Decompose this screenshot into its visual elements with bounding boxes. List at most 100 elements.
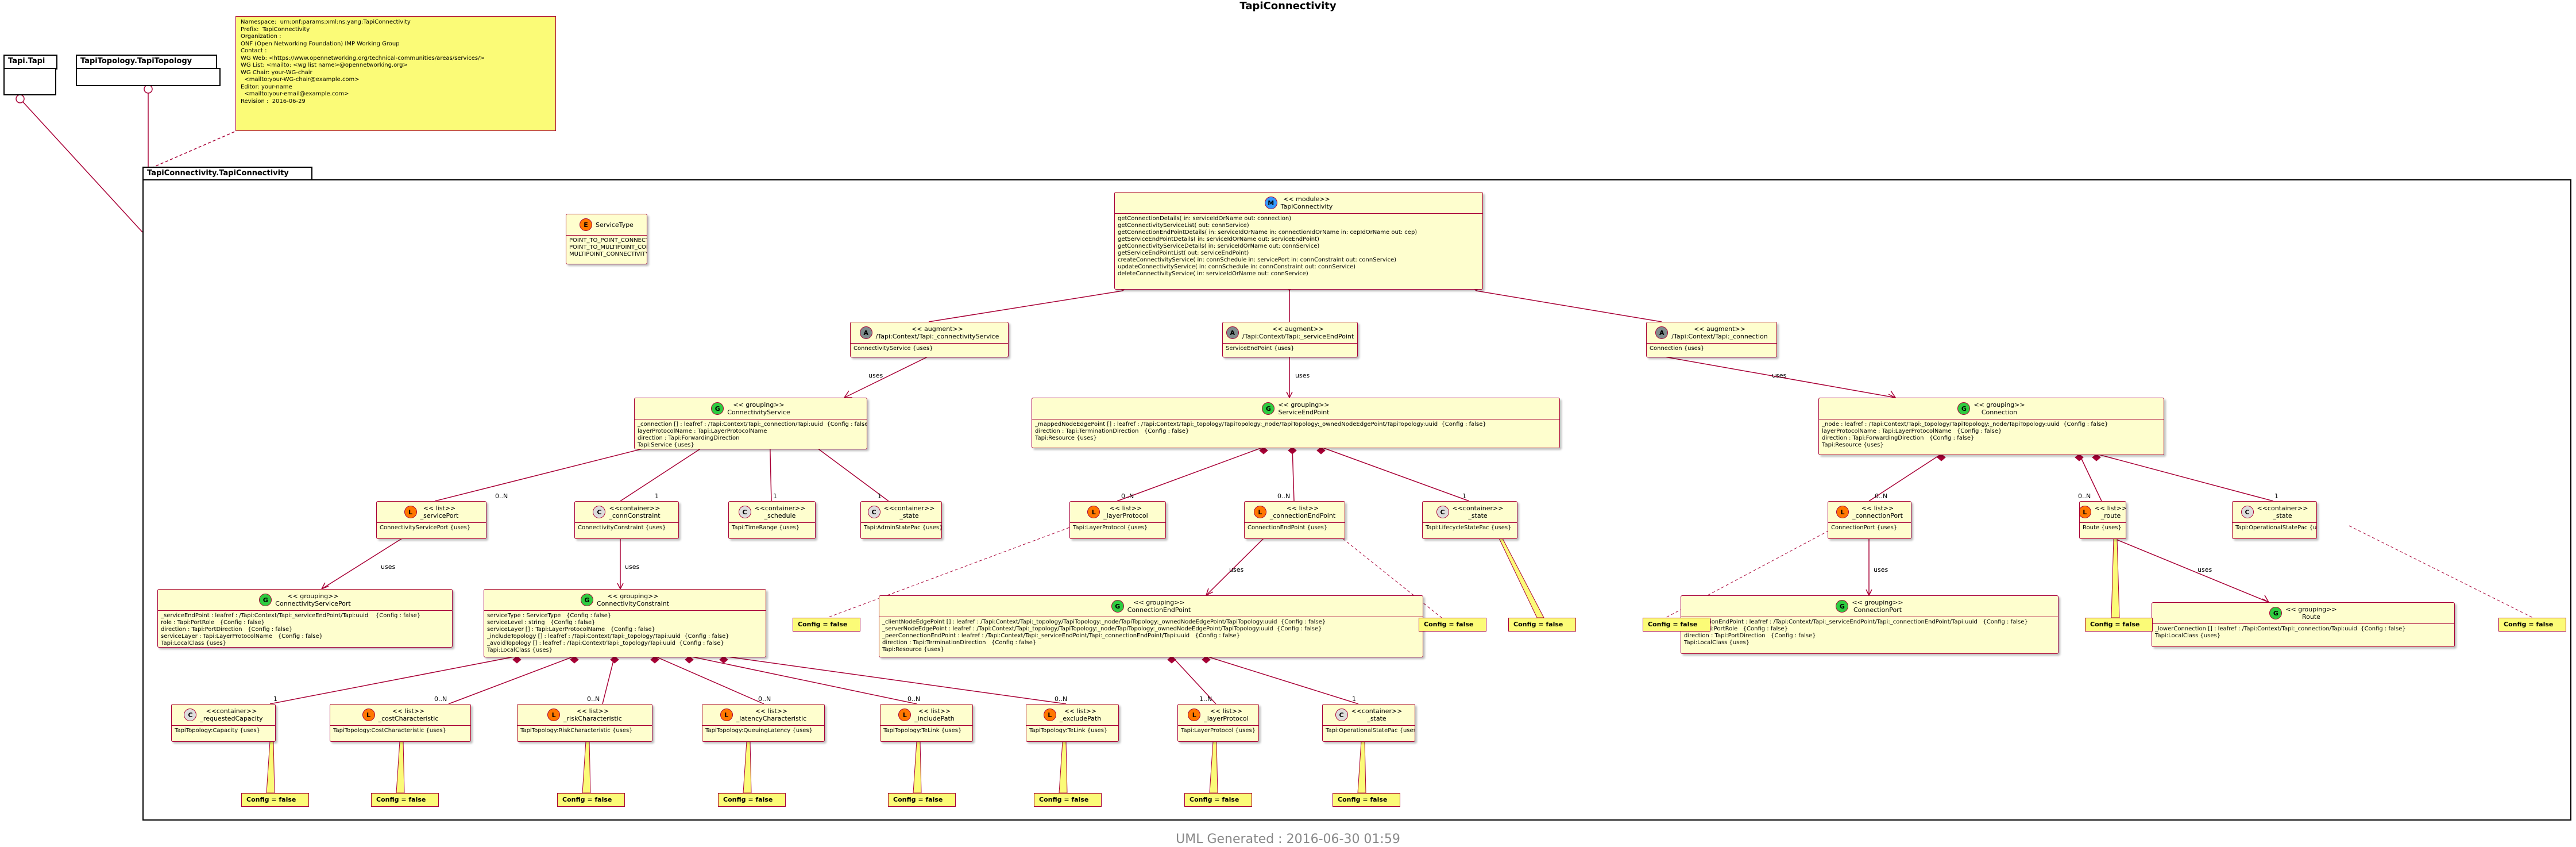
class-name: _state [2273,512,2292,519]
multiplicity-label: 0..N [758,695,771,703]
class-exclude-path[interactable]: L << list>>_excludePath TapiTopology:TeL… [1026,704,1119,742]
class-body: ServiceEndPoint {uses} [1226,345,1295,352]
class-name: _excludePath [1059,715,1102,722]
class-stereotype: << list>> [576,707,609,715]
class-name: TapiConnectivity [1280,203,1333,210]
enum-badge-icon: E [580,218,593,231]
class-body: TapiTopology:TeLink {uses} [1029,727,1108,734]
config-note-cep: Config = false [1419,618,1486,632]
class-stereotype: << list>> [755,707,788,715]
config-note-sep-layer-protocol: Config = false [793,618,860,632]
class-stereotype: << grouping>> [1852,599,1903,606]
class-body: ConnectionPort {uses} [1831,525,1898,531]
class-cs-port-grouping[interactable]: G << grouping>>ConnectivityServicePort _… [157,589,453,648]
class-cs-state[interactable]: C <<container>>_state Tapi:AdminStatePac… [860,501,942,539]
class-cep-state[interactable]: C <<container>>_state Tapi:OperationalSt… [1322,704,1415,742]
class-stereotype: <<container>> [1452,505,1504,512]
grouping-badge-icon: G [1957,402,1971,415]
class-name: _includePath [914,715,955,722]
class-requested-capacity[interactable]: C <<container>>_requestedCapacity TapiTo… [171,704,276,742]
config-note-route: Config = false [2085,618,2153,632]
list-badge-icon: L [404,506,417,518]
class-connectivity-service[interactable]: G << grouping>>ConnectivityService _conn… [634,398,867,449]
multiplicity-label: 0..N [907,695,921,703]
list-badge-icon: L [547,709,561,721]
class-aug-service-end-point[interactable]: A << augment>>/Tapi:Context/Tapi:_servic… [1222,322,1358,357]
config-note-text: Config = false [2090,620,2140,628]
list-badge-icon: L [1087,506,1100,518]
class-body: ConnectivityService {uses} [853,345,933,352]
class-service-port[interactable]: L << list>>_servicePort ConnectivityServ… [376,501,486,539]
class-name: /Tapi:Context/Tapi:_connectivityService [875,333,999,340]
edge-label-uses: uses [1295,372,1310,379]
class-include-path[interactable]: L << list>>_includePath TapiTopology:TeL… [880,704,973,742]
class-stereotype: << list>> [1286,505,1319,512]
class-name: _state [1367,715,1387,722]
note-link-sep-layerprotocol [827,525,1075,618]
edge-aug-service-uses [844,356,929,398]
class-risk-characteristic[interactable]: L << list>>_riskCharacteristic TapiTopol… [517,704,652,742]
class-stereotype: << augment>> [912,325,963,333]
edge-conn-state [2096,453,2274,502]
tapi-package-containment-marker [16,94,25,103]
class-route-grouping[interactable]: G << grouping>>Route _lowerConnection []… [2152,602,2455,647]
class-schedule[interactable]: C <<container>>_schedule Tapi:TimeRange … [728,501,816,539]
class-conn-port-grouping[interactable]: G << grouping>>ConnectionPort _connectio… [1681,595,2059,654]
class-connection-end-point[interactable]: L << list>>_connectionEndPoint Connectio… [1244,501,1345,539]
class-aug-conn-service[interactable]: A << augment>>/Tapi:Context/Tapi:_connec… [850,322,1009,357]
edge-cep-state [1206,656,1359,704]
class-body: TapiTopology:Capacity {uses} [175,727,261,734]
class-cost-characteristic[interactable]: L << list>>_costCharacteristic TapiTopol… [330,704,471,742]
class-stereotype: <<container>> [206,707,257,715]
class-sep-state[interactable]: C <<container>>_state Tapi:LifecycleStat… [1422,501,1517,539]
config-note-text: Config = false [2504,620,2554,628]
edge-cep-layerprotocol [1171,656,1216,704]
package-topology[interactable]: TapiTopology.TapiTopology [76,55,217,70]
edge-label-uses: uses [1874,566,1888,573]
edge-label-uses: uses [625,563,640,571]
edge-sep-cep [1292,446,1295,502]
class-stereotype: << grouping>> [733,401,785,409]
multiplicity-label: 0..N [1277,492,1291,500]
class-stereotype: << list>> [1861,505,1894,512]
class-body: Tapi:OperationalStatePac {uses} [2235,525,2317,531]
multiplicity-label: 0..N [2078,492,2091,500]
class-name: ConnectivityConstraint [597,600,669,607]
list-badge-icon: L [1043,709,1056,721]
class-latency-characteristic[interactable]: L << list>>_latencyCharacteristic TapiTo… [702,704,825,742]
class-aug-connection[interactable]: A << augment>>/Tapi:Context/Tapi:_connec… [1646,322,1777,357]
config-note-risk: Config = false [557,793,625,807]
edge-label-uses: uses [2197,566,2212,573]
class-conn-constraint[interactable]: C <<container>>_connConstraint Connectiv… [574,501,679,539]
class-service-end-point[interactable]: G << grouping>>ServiceEndPoint _mappedNo… [1032,398,1560,448]
class-name: ServiceEndPoint [1278,409,1330,416]
class-service-type[interactable]: E ServiceType POINT_TO_POINT_CONNECTIVIT… [566,214,647,264]
class-cep-layer-protocol[interactable]: L << list>>_layerProtocol Tapi:LayerProt… [1177,704,1259,742]
class-module[interactable]: M << module>>TapiConnectivity getConnect… [1114,192,1483,290]
multiplicity-label: 1 [655,492,659,500]
multiplicity-label: 1..N [1199,695,1212,703]
class-name: Route [2302,613,2320,621]
edge-cc-cost [448,656,575,704]
edge-cc-requestedcapacity [269,656,517,704]
class-stereotype: <<container>> [1351,707,1403,715]
class-route[interactable]: L << list>>_route Route {uses} [2079,501,2126,539]
config-note-text: Config = false [1189,795,1239,803]
class-stereotype: << grouping>> [2285,606,2337,613]
list-badge-icon: L [2080,506,2091,518]
class-name: _state [1468,512,1488,519]
class-connection[interactable]: G << grouping>>Connection _node : leafre… [1818,398,2164,455]
class-sep-layer-protocol[interactable]: L << list>>_layerProtocol Tapi:LayerProt… [1069,501,1166,539]
class-connection-port[interactable]: L << list>>_connectionPort ConnectionPor… [1828,501,1911,539]
class-conn-state[interactable]: C <<container>>_state Tapi:OperationalSt… [2232,501,2317,539]
package-connectivity[interactable]: TapiConnectivity.TapiConnectivity [142,167,312,180]
package-tapi[interactable]: Tapi.Tapi [3,55,57,70]
multiplicity-label: 1 [1352,695,1356,703]
class-cep-grouping[interactable]: G << grouping>>ConnectionEndPoint _clien… [879,595,1423,657]
class-conn-constraint-grouping[interactable]: G << grouping>>ConnectivityConstraint se… [484,589,766,657]
class-stereotype: << grouping>> [287,592,339,600]
edge-route-uses [2113,538,2269,603]
module-note: Namespace: urn:onf:params:xml:ns:yang:Ta… [235,16,556,131]
class-name: _riskCharacteristic [563,715,622,722]
class-name: _latencyCharacteristic [736,715,807,722]
